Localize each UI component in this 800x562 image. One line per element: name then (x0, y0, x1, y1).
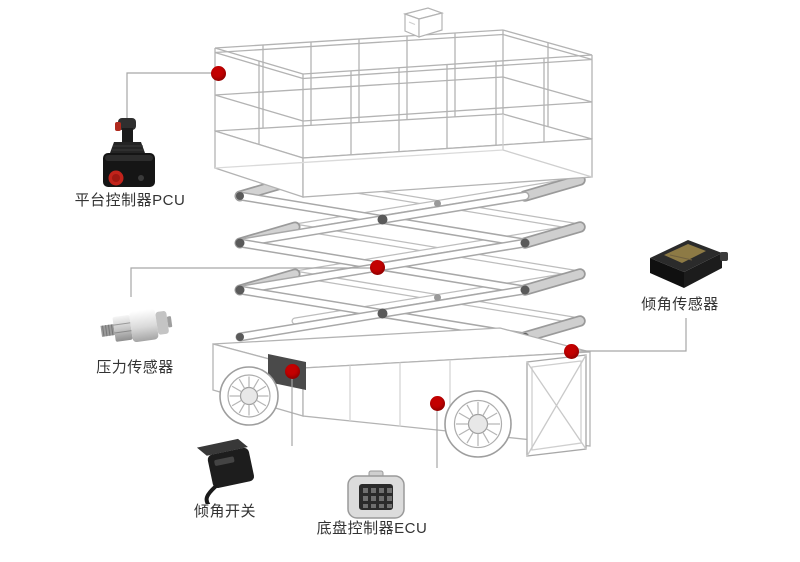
callout-dot-chassis-ecu (430, 396, 445, 411)
callout-line-pcu (126, 72, 218, 118)
callout-dot-pressure-sensor (370, 260, 385, 275)
callout-label-tilt-switch: 倾角开关 (193, 503, 257, 520)
callout-label-pressure-sensor: 压力传感器 (96, 359, 174, 376)
callout-dot-tilt-sensor (564, 344, 579, 359)
callout-line-pressure-sensor (130, 267, 377, 297)
scissor-pivot-pins (235, 192, 530, 341)
right-wheel (444, 390, 512, 458)
pressure-transducer-icon (100, 308, 173, 343)
callout-line-tilt-sensor (571, 318, 687, 352)
callout-dot-tilt-switch (285, 364, 300, 379)
tilt-switch-image (190, 434, 262, 509)
joystick-controller-icon (103, 118, 155, 187)
pressure-sensor-image (99, 297, 173, 362)
left-wheel (219, 366, 279, 426)
callout-label-chassis-ecu: 底盘控制器ECU (316, 520, 428, 537)
tilt-sensor-icon (650, 240, 728, 288)
callout-label-pcu: 平台控制器PCU (74, 192, 186, 209)
callout-dot-pcu (211, 66, 226, 81)
tilt-switch-icon (196, 438, 255, 509)
pcu-device-image (97, 116, 161, 197)
tilt-sensor-image (642, 222, 728, 301)
chassis-ecu-image (345, 470, 407, 527)
platform-guardrail (214, 29, 593, 158)
ecu-connector-icon (347, 470, 405, 519)
callout-label-tilt-sensor: 倾角传感器 (641, 296, 719, 313)
chassis-end-panel (526, 354, 587, 457)
callout-leader-lines (126, 72, 687, 468)
platform-deck (214, 113, 593, 198)
rail-control-box (402, 7, 445, 38)
